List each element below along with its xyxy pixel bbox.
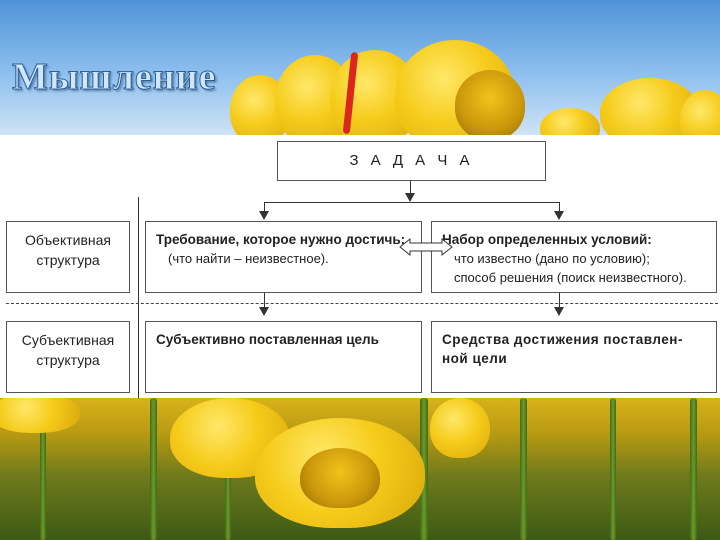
subjective-label-line2: структура <box>36 352 100 368</box>
task-box: З А Д А Ч А <box>277 141 546 181</box>
objective-label-line2: структура <box>36 252 100 268</box>
means-box: Средства достижения поставлен-ной цели <box>431 321 717 393</box>
connector-top <box>410 181 411 195</box>
arrow-head-left <box>259 211 269 220</box>
means-title: Средства достижения поставлен-ной цели <box>442 332 683 366</box>
diagram-panel: З А Д А Ч А Объективная структура Требов… <box>0 135 720 398</box>
subjective-label-line1: Субъективная <box>21 332 115 348</box>
conditions-line1: что известно (дано по условию); <box>454 251 650 266</box>
conditions-line2: способ решения (поиск неизвестного). <box>454 270 687 285</box>
requirement-title: Требование, которое нужно достичь: <box>156 232 406 247</box>
arrow-head-right <box>554 211 564 220</box>
objective-label-line1: Объективная <box>24 232 112 248</box>
conditions-box: Набор определенных условий: что известно… <box>431 221 717 293</box>
conditions-title: Набор определенных условий: <box>442 232 652 247</box>
arrow-head-top <box>405 193 415 202</box>
arrow-head-row-right <box>554 307 564 316</box>
tulips-bottom-background <box>0 398 720 540</box>
tulips-top-background <box>0 0 720 135</box>
objective-structure-box: Объективная структура <box>6 221 130 293</box>
goal-box: Субъективно поставленная цель <box>145 321 422 393</box>
requirement-box: Требование, которое нужно достичь: (что … <box>145 221 422 293</box>
dashed-divider <box>6 303 718 304</box>
connector-horizontal <box>264 202 560 203</box>
double-arrow-icon <box>399 237 453 257</box>
separator-line <box>138 197 139 398</box>
slide-title: Мышление <box>11 56 217 99</box>
requirement-text: (что найти – неизвестное). <box>168 251 329 266</box>
goal-title: Субъективно поставленная цель <box>156 332 379 347</box>
arrow-head-row-left <box>259 307 269 316</box>
subjective-structure-box: Субъективная структура <box>6 321 130 393</box>
